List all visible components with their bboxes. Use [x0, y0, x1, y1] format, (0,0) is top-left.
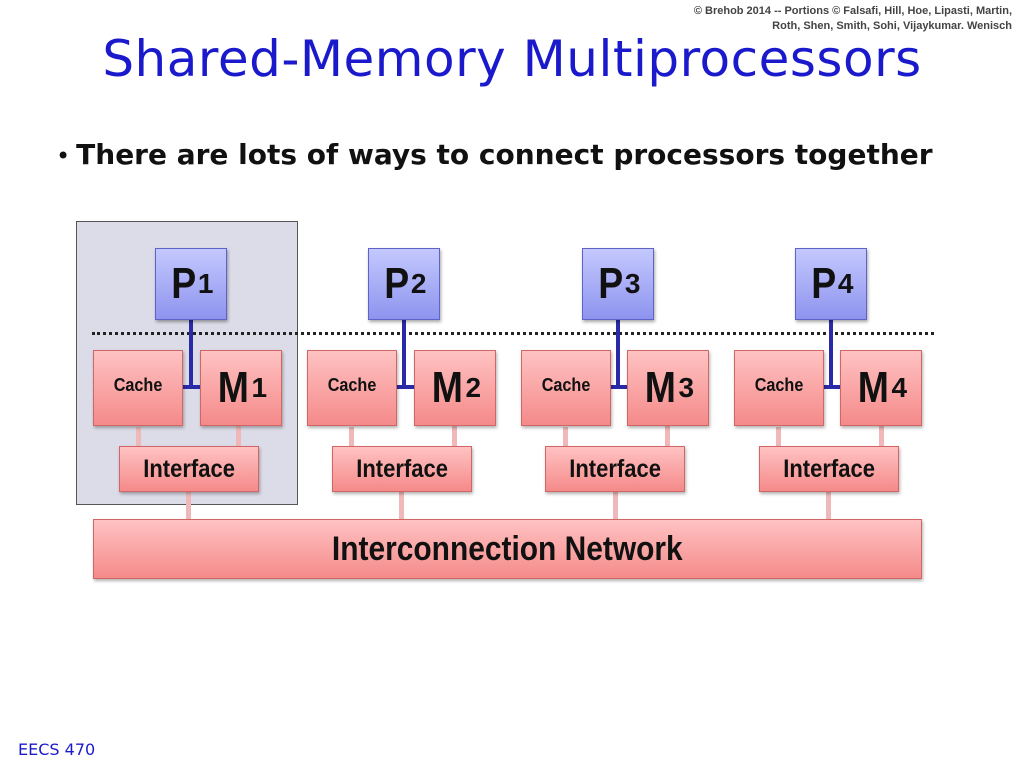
bus-horizontal [183, 385, 201, 389]
processor-letter: P [597, 259, 623, 308]
cache-label: Cache [754, 374, 804, 395]
memory-letter: M [217, 363, 249, 412]
interface-3: Interface [545, 446, 685, 492]
memory-subscript: 3 [678, 372, 695, 403]
interface-network-line [399, 490, 404, 520]
memory-interface-line [236, 424, 241, 446]
interface-network-line [186, 490, 191, 520]
cache-4: Cache [734, 350, 824, 426]
memory-interface-line [665, 424, 670, 446]
bullet-icon: • [56, 142, 71, 170]
interface-label: Interface [569, 454, 661, 483]
bus-horizontal [397, 385, 415, 389]
bullet-point: •There are lots of ways to connect proce… [56, 138, 933, 171]
cache-label: Cache [113, 374, 163, 395]
memory-letter: M [857, 363, 889, 412]
interface-2: Interface [332, 446, 472, 492]
dotted-divider [92, 332, 934, 335]
memory-interface-line [452, 424, 457, 446]
memory-subscript: 1 [251, 372, 268, 403]
cache-interface-line [563, 427, 568, 447]
cache-label: Cache [327, 374, 377, 395]
interface-label: Interface [356, 454, 448, 483]
processor-letter: P [810, 259, 836, 308]
processor-subscript: 2 [410, 268, 427, 299]
slide-title: Shared-Memory Multiprocessors [102, 30, 922, 88]
bus-horizontal [823, 385, 841, 389]
interface-label: Interface [783, 454, 875, 483]
bus-vertical [189, 319, 193, 389]
memory-letter: M [644, 363, 676, 412]
processor-letter: P [170, 259, 196, 308]
bus-vertical [829, 319, 833, 389]
course-footer: EECS 470 [18, 740, 96, 759]
copyright-notice: © Brehob 2014 -- Portions © Falsafi, Hil… [693, 5, 1012, 32]
memory-subscript: 2 [465, 372, 482, 403]
network-label: Interconnection Network [332, 529, 683, 568]
memory-interface-line [879, 424, 884, 446]
processor-subscript: 1 [197, 268, 214, 299]
interface-network-line [826, 490, 831, 520]
bus-vertical [616, 319, 620, 389]
processor-subscript: 3 [624, 268, 641, 299]
cache-interface-line [776, 427, 781, 447]
interface-label: Interface [143, 454, 235, 483]
interconnection-network: Interconnection Network [93, 519, 922, 579]
bus-horizontal [610, 385, 628, 389]
processor-subscript: 4 [837, 268, 854, 299]
bus-vertical [402, 319, 406, 389]
processor-letter: P [383, 259, 409, 308]
memory-subscript: 4 [891, 372, 908, 403]
bullet-text: There are lots of ways to connect proces… [76, 138, 933, 171]
memory-letter: M [431, 363, 463, 412]
interface-4: Interface [759, 446, 899, 492]
cache-interface-line [136, 427, 141, 447]
cache-label: Cache [541, 374, 591, 395]
cache-2: Cache [307, 350, 397, 426]
interface-1: Interface [119, 446, 259, 492]
cache-1: Cache [93, 350, 183, 426]
cache-interface-line [349, 427, 354, 447]
interface-network-line [613, 490, 618, 520]
cache-3: Cache [521, 350, 611, 426]
